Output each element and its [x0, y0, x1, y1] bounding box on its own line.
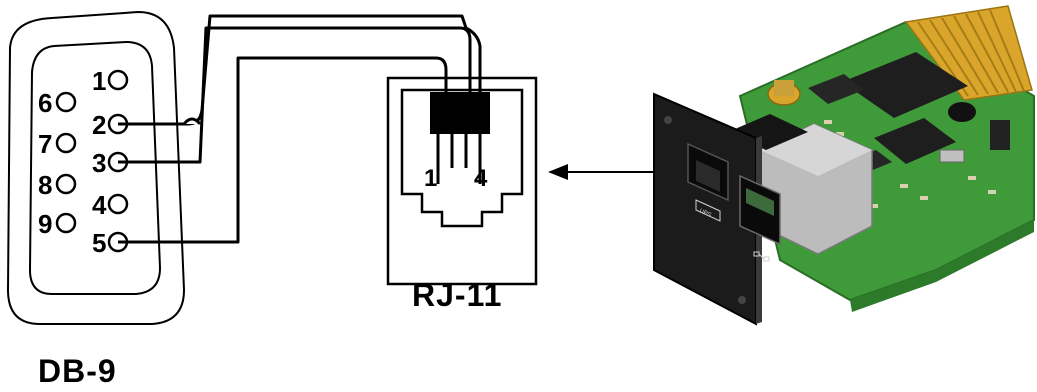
db9-pin-9-contact	[55, 212, 77, 234]
db9-pin-1-contact	[107, 69, 129, 91]
ups-port-marking-box	[695, 199, 721, 222]
db9-pin-3-label: 3	[92, 148, 106, 178]
faceplate-screw-bottom	[738, 296, 746, 304]
db9-pin-4-label: 4	[92, 190, 107, 220]
db9-pin-7-label: 7	[38, 129, 52, 159]
wiring	[118, 14, 482, 244]
pcb-board-shade	[850, 220, 1034, 312]
db9-label: DB-9	[38, 353, 117, 389]
db9-pin-8-contact	[55, 173, 77, 195]
db9-outer-shell	[6, 10, 186, 325]
wire-crossover-hop	[182, 117, 202, 125]
chip-medium	[874, 118, 956, 164]
buzzer	[948, 102, 976, 122]
network-icon	[753, 251, 770, 262]
smd-components	[824, 120, 996, 208]
wire-pin5	[118, 56, 448, 244]
ups-port-marking: UPS	[698, 208, 712, 219]
db9-pin-5-label: 5	[92, 228, 106, 258]
network-card-illustration: UPS	[653, 5, 1035, 326]
db9-pin-6-label: 6	[38, 88, 52, 118]
db9-inner-shell	[28, 40, 162, 295]
chip-large	[842, 52, 968, 118]
db9-pin-6-contact	[55, 91, 77, 113]
wire-pin3	[118, 26, 472, 164]
db9-pin-4-contact	[107, 193, 129, 215]
db9-pin-9-label: 9	[38, 209, 52, 239]
gold-fingers	[917, 9, 1025, 97]
rj11-label: RJ-11	[412, 277, 502, 313]
wire-pin2	[118, 14, 482, 126]
db9-pin-7-contact	[55, 132, 77, 154]
ups-port-inner	[696, 160, 720, 192]
db9-pin-8-label: 8	[38, 170, 52, 200]
lan-port-contacts	[746, 188, 774, 216]
chip-small	[808, 74, 864, 104]
usb-port	[939, 149, 965, 163]
rj11-outer-frame	[386, 76, 538, 286]
db9-pin-2-label: 2	[92, 110, 106, 140]
arrow-head-icon	[548, 164, 568, 180]
db9-pin-1-label: 1	[92, 66, 106, 96]
pin-header	[990, 120, 1010, 150]
db9-connector: 1 2 3 4 5 6 7 8 9	[6, 10, 186, 325]
rj11-contact-block	[430, 92, 490, 134]
coin-component-stem	[774, 80, 794, 96]
rj11-contact-4-label: 4	[474, 165, 488, 192]
rj11-contact-1-label: 1	[424, 165, 437, 192]
rj11-socket-outline	[400, 88, 524, 228]
faceplate-screw-top	[664, 116, 672, 124]
rj11-jack: 1 4	[386, 76, 538, 286]
